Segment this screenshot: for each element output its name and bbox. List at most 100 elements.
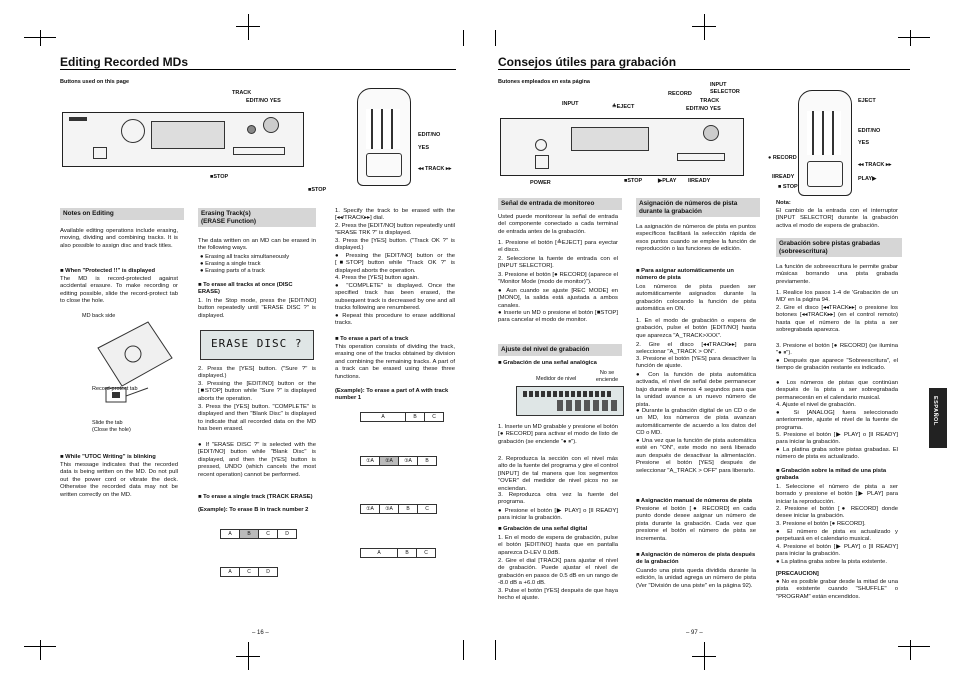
sobre-step: 4. Ajuste el nivel de grabación. [776, 402, 856, 408]
mitad-step: 2. Presione el botón [● RECORD] donde de… [776, 506, 898, 520]
lcd-display: ERASE DISC ? [200, 330, 314, 360]
crop-mark [236, 26, 260, 27]
remote-label-play: PLAY▶ [858, 176, 877, 182]
label-stop-es: ■STOP [624, 178, 643, 184]
buttons-caption-es: Butones empleados en esta página [498, 79, 590, 85]
page-title-right: Consejos útiles para grabación [498, 55, 677, 69]
ajuste-step: 3. Reproduzca otra vez la fuente del pro… [498, 492, 618, 506]
crop-mark [24, 37, 56, 38]
label-play: ▶PLAY [658, 178, 677, 184]
crop-mark [495, 640, 496, 660]
sobre-note: ● La platina graba sobre pistas grabadas… [776, 447, 898, 461]
senal-note: ● Aun cuando se ajuste [REC MODE] en [MO… [498, 288, 618, 309]
remote-label-track: ◂◂ TRACK ▸▸ [418, 166, 452, 172]
page-title-left: Editing Recorded MDs [60, 55, 189, 69]
asign-after-text: Cuando una pista queda dividida durante … [636, 568, 756, 589]
remote-label-record: ● RECORD [768, 155, 797, 161]
ajuste-sub-analog: ■ Grabación de una señal analógica [498, 360, 597, 366]
asign-sub-auto: ■ Para asignar automáticamente un número… [636, 268, 734, 282]
erase-sub-all: ■ To erase all tracks at once (DISC ERAS… [198, 282, 293, 296]
crop-mark [898, 646, 930, 647]
senal-step: 2. Seleccione la fuente de entrada con e… [498, 256, 618, 270]
notes-sub-utoc: ■ While "UTOC Writing" is blinking [60, 454, 156, 460]
page-number-right: – 97 – [686, 630, 703, 636]
md-deck-illustration [62, 112, 304, 167]
senal-intro: Usted puede monitorear la señal de entra… [498, 214, 618, 235]
mitad-step: 1. Seleccione el número de pista a ser b… [776, 484, 898, 505]
language-tab-label: ESPAÑOL [932, 396, 938, 426]
ajuste-step: 2. Reproduzca la sección con el nivel má… [498, 456, 618, 492]
section-header-sobreescritura: Grabación sobre pistas grabadas (sobrees… [776, 238, 902, 258]
title-rule [60, 69, 456, 70]
asign-step: 3. Presione el botón [YES] para desactiv… [636, 356, 756, 370]
sobre-intro: La función de sobreescritura le permite … [776, 264, 898, 285]
sobre-step: 2. Gire el disco [◂◂TRACK▸▸] o presione … [776, 305, 898, 334]
section-header-asignacion: Asignación de números de pista durante l… [636, 198, 760, 218]
remote-label-stop: ■ STOP [778, 184, 798, 190]
ajuste-digital-step: 2. Gire el dial [TRACK] para ajustar el … [498, 558, 618, 587]
erase-step: 3. Press the [YES] button. "COMPLETE" is… [198, 404, 316, 433]
part-erase-text: This operation consists of dividing the … [335, 344, 455, 380]
senal-step: 1. Presione el botón [≜EJECT] para eyect… [498, 240, 618, 254]
asign-auto-text: Los números de pista pueden ser automáti… [636, 284, 756, 313]
erase-sub-single: ■ To erase a single track (TRACK ERASE) [198, 494, 313, 500]
remote-label-edit-no: EDIT/NO [858, 128, 881, 134]
track-step: 3. Press the [YES] button. ("Track OK ?"… [335, 238, 455, 252]
remote-control-illustration [798, 90, 852, 196]
notes-intro: Available editing operations include era… [60, 228, 178, 249]
lcd-text: ERASE DISC ? [211, 337, 303, 350]
sobre-note: ● Los números de pistas que continúan de… [776, 380, 898, 401]
erase-bullet: ● Erasing all tracks simultaneously [200, 254, 290, 260]
label-input-selector: INPUT SELECTOR [710, 82, 740, 95]
label-track: TRACK [232, 90, 252, 96]
nota-heading: Nota: [776, 200, 791, 206]
crop-mark [24, 646, 56, 647]
slide-tab-label: Slide the tab (Close the hole) [92, 420, 131, 433]
buttons-caption: Buttons used on this page [60, 79, 130, 85]
sobre-step: 5. Presione el botón [▶ PLAY] o [II READ… [776, 432, 898, 446]
asign-intro: La asignación de números de pista en pun… [636, 224, 756, 253]
label-ready: IIREADY [688, 178, 711, 184]
track-step: 2. Press the [EDIT/NO] button repeatedly… [335, 223, 455, 237]
senal-step: 3. Presione el botón [● RECORD] (aparece… [498, 272, 618, 286]
crop-mark [704, 14, 705, 40]
notes-utoc-text: This message indicates that the recorded… [60, 462, 178, 498]
asign-sub-after: ■ Asignación de números de pista después… [636, 552, 756, 566]
erase-bullet: ● Erasing a single track [200, 261, 261, 267]
meter-label: Medidor de nivel [536, 376, 577, 382]
mitad-note: ● La platina graba sobre la pista existe… [776, 559, 887, 565]
meter-off-label: No se enciende [595, 370, 619, 383]
sobre-sub-mitad: ■ Grabación sobre la mitad de una pista … [776, 468, 887, 482]
remote-label-stop: ■STOP [308, 187, 327, 193]
remote-label-yes: YES [858, 140, 870, 146]
label-power: POWER [530, 180, 551, 186]
track-step: 1. Specify the track to be erased with t… [335, 208, 455, 222]
track-step: ● "COMPLETE" is displayed. Once the spec… [335, 283, 455, 312]
label-edit-no-yes: EDIT/NO YES [246, 98, 281, 104]
remote-label-eject: EJECT [858, 98, 876, 104]
ajuste-sub-digital: ■ Grabación de una señal digital [498, 526, 588, 532]
label-stop: ■STOP [210, 174, 229, 180]
mitad-step: 4. Presione el botón [▶ PLAY] o [II READ… [776, 544, 898, 558]
asign-note: ● Durante la grabación digital de un CD … [636, 408, 756, 437]
erase-step: 2. Press the [YES] button. ("Sure ?" is … [198, 366, 316, 380]
crop-mark [40, 30, 41, 46]
crop-mark [910, 30, 911, 46]
sobre-note: ● Si [ANALOG] fuera seleccionado anterio… [776, 410, 898, 431]
section-header-erase: Erasing Track(s) (ERASE Function) [198, 208, 316, 228]
remote-control-illustration [357, 88, 411, 186]
asign-sub-manual: ■ Asignación manual de números de pista [636, 498, 753, 504]
precaucion-text: ● No es posible grabar desde la mitad de… [776, 579, 898, 600]
ajuste-digital-step: 3. Pulse el botón [YES] después de que h… [498, 588, 618, 602]
erase-bullet: ● Erasing parts of a track [200, 268, 265, 274]
nota-text: El cambio de la entrada con el interrupt… [776, 208, 898, 229]
precaucion-heading: [PRECAUCION] [776, 571, 819, 577]
crop-mark [692, 656, 716, 657]
erase-step: 3. Pressing the [EDIT/NO] button or the … [198, 381, 316, 402]
label-eject: ≜EJECT [612, 104, 635, 110]
erase-example: (Example): To erase B in track number 2 [198, 507, 309, 513]
label-input: INPUT [562, 101, 579, 107]
remote-label-edit-no: EDIT/NO [418, 132, 441, 138]
